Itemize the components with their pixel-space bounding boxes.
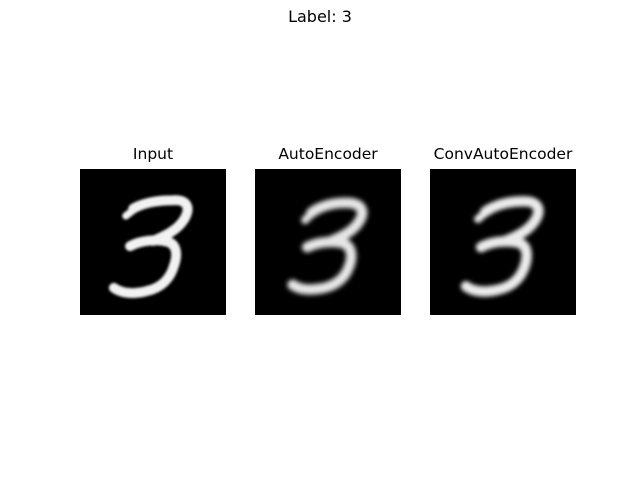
input-panel: Input: [80, 144, 226, 315]
digit-stroke: [480, 196, 544, 247]
digit-stroke: [287, 236, 357, 295]
figure-title: Label: 3: [288, 7, 352, 26]
autoencoder-panel-title: AutoEncoder: [278, 145, 378, 163]
convautoencoder-digit-image: [430, 169, 576, 315]
autoencoder-digit-image: [255, 169, 401, 315]
input-digit-svg: [80, 169, 226, 315]
input-panel-title: Input: [132, 145, 174, 163]
autoencoder-digit-svg: [255, 169, 401, 315]
digit-stroke: [474, 207, 491, 223]
convautoencoder-digit-svg: [430, 169, 576, 315]
digit-stroke: [301, 208, 317, 225]
digit-stroke: [122, 204, 139, 220]
autoencoder-panel: AutoEncoder: [255, 144, 401, 315]
digit-stroke: [306, 197, 368, 248]
digit-stroke: [460, 236, 532, 297]
convautoencoder-panel-title: ConvAutoEncoder: [433, 145, 573, 163]
digit-stroke: [108, 235, 182, 299]
input-digit-image: [80, 169, 226, 315]
convautoencoder-panel: ConvAutoEncoder: [430, 144, 576, 315]
digit-stroke: [128, 195, 193, 246]
